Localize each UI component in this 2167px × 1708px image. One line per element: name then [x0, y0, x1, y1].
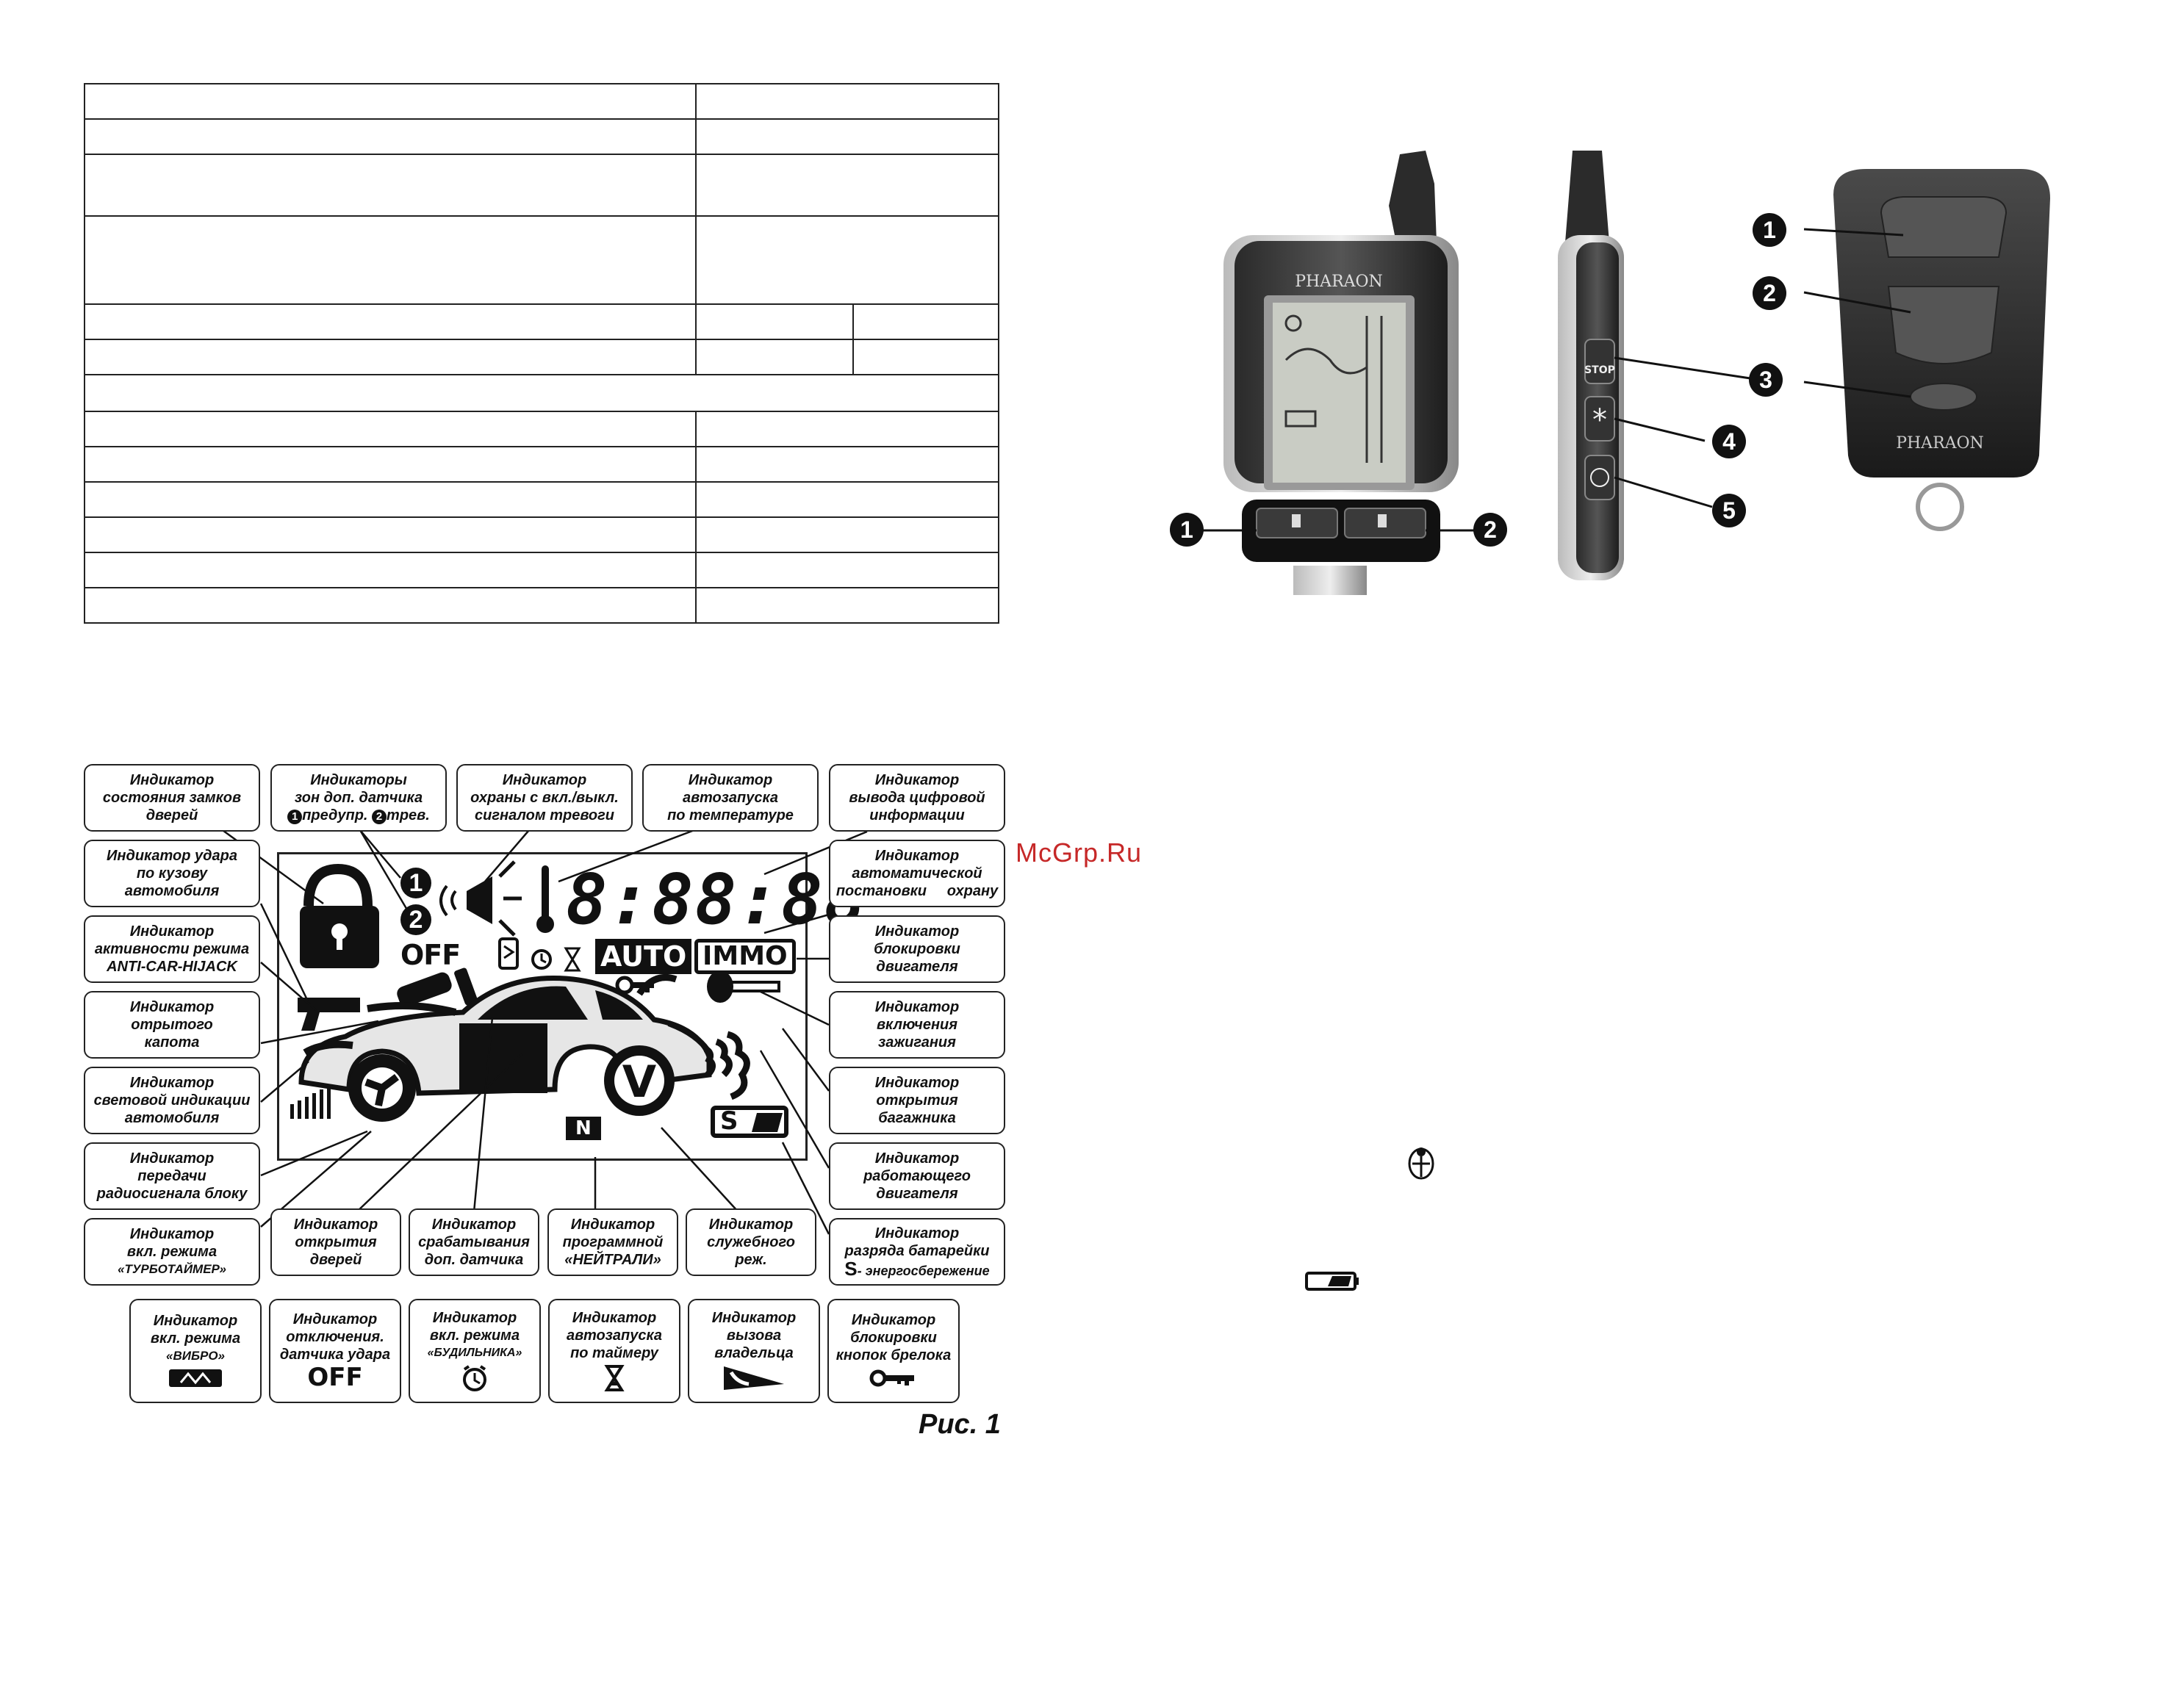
figure-caption: Рис. 1: [919, 1409, 1001, 1440]
scarab-icon: [1408, 1147, 1434, 1180]
owner-call-icon: [724, 1366, 784, 1390]
table-row: [84, 446, 999, 483]
callout-2-fob: 2: [1753, 276, 1786, 310]
auto-indicator: AUTO: [595, 939, 692, 974]
fan-wheel-icon: [348, 1054, 416, 1122]
shock-icon: [397, 967, 478, 1006]
table-row: [84, 552, 999, 588]
table-row: [84, 83, 999, 120]
table-row: [84, 215, 999, 305]
lcd-graphics: V: [290, 860, 788, 1138]
table-row: [84, 374, 999, 412]
callout-5-side: 5: [1712, 494, 1746, 527]
neutral-indicator: N: [566, 1117, 601, 1140]
svg-text:*: *: [1592, 403, 1607, 437]
shock-off-icon: OFF: [307, 1363, 363, 1392]
ignition-key-icon: [707, 970, 780, 1003]
hourglass-icon: [604, 1365, 625, 1391]
siren-icon: [439, 860, 522, 937]
remote-photo: PHARAON STOP * PHARAON: [1187, 151, 2050, 595]
keys-lock-icon: [869, 1369, 914, 1387]
lock-icon: [300, 863, 379, 968]
service-v: V: [622, 1056, 657, 1108]
callout-1-front: 1: [1170, 513, 1204, 547]
exhaust-smoke-icon: [703, 1031, 750, 1100]
table-row: [84, 303, 999, 340]
fob-brand: PHARAON: [1896, 434, 1984, 453]
car-icon: [298, 974, 712, 1096]
table-row: [84, 481, 999, 518]
side-button-stop[interactable]: [1584, 339, 1615, 384]
thermometer-icon: [536, 865, 554, 933]
lcd-display: V 8:88:88 1 2 OFF AUTO IMMO N S: [277, 852, 866, 1161]
table-row: [84, 587, 999, 624]
battery-s: S: [720, 1106, 738, 1136]
alarm-clock-icon: [531, 949, 552, 970]
table-row: [84, 516, 999, 553]
battery-icon: [711, 1106, 788, 1138]
vibro-icon: [169, 1369, 222, 1387]
gun-icon: [298, 998, 360, 1031]
zone-1: 1: [400, 868, 431, 898]
table-row: [84, 339, 999, 375]
lcd-digits: 8:88:88: [566, 860, 868, 940]
alarm-clock-icon: [463, 1365, 486, 1391]
v-wheel-icon: [604, 1045, 675, 1116]
callout-1-fob: 1: [1753, 213, 1786, 247]
stop-label: STOP: [1584, 364, 1615, 376]
table-row: [84, 411, 999, 447]
table-row: [84, 118, 999, 155]
fob-button-1[interactable]: [1880, 196, 2008, 258]
callout-4-side: 4: [1712, 425, 1746, 458]
antenna: [1389, 151, 1437, 242]
brand-label: PHARAON: [1295, 273, 1383, 291]
spec-table: [84, 83, 999, 624]
fob-button-2[interactable]: [1887, 286, 2000, 364]
hourglass-icon: [564, 947, 581, 972]
callout-3-side: 3: [1749, 363, 1783, 397]
table-row: [84, 154, 999, 217]
zone-2: 2: [400, 904, 431, 935]
radio-signal-icon: [290, 1086, 331, 1119]
battery-small-icon: [1305, 1272, 1359, 1291]
watermark: McGrp.Ru: [1016, 837, 1143, 868]
vibro-phone-icon: [498, 937, 519, 970]
off-indicator: OFF: [400, 939, 461, 971]
callout-2-front: 2: [1473, 513, 1507, 547]
immo-indicator: IMMO: [694, 939, 796, 974]
